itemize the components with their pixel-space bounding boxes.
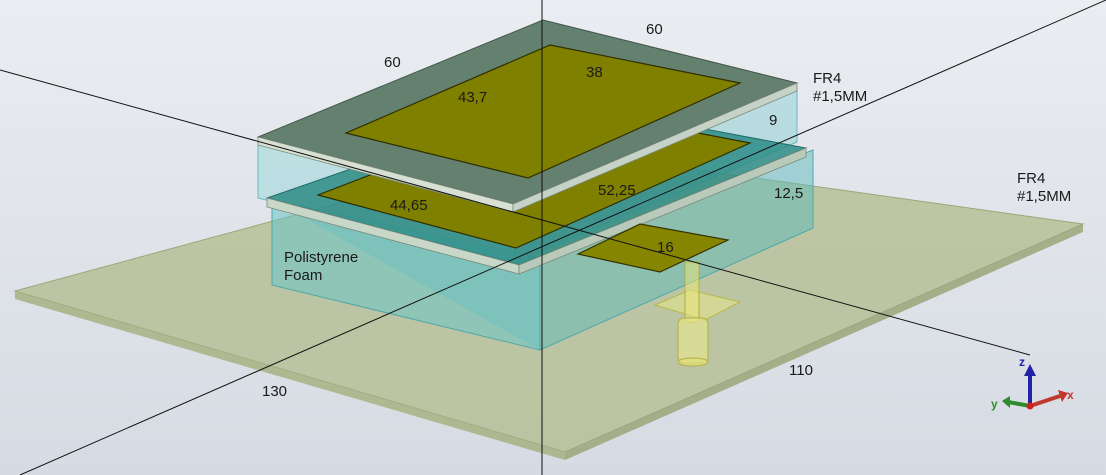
feed-patch xyxy=(576,223,730,273)
upper-gap-label: 9 xyxy=(769,112,778,129)
lower-gap-label: 12,5 xyxy=(774,185,804,202)
x-axis-label: x xyxy=(1067,388,1074,402)
y-axis-label: y xyxy=(991,397,998,411)
ground-right-label: 110 xyxy=(789,362,813,379)
z-axis-label: z xyxy=(1019,355,1025,369)
middle-patch-side-label: 52,25 xyxy=(598,182,636,199)
top-substrate-label: FR4 #1,5MM xyxy=(813,70,868,105)
feed-assembly xyxy=(576,223,742,367)
top-width-label: 60 xyxy=(384,54,401,71)
middle-patch-long-label: 44,65 xyxy=(390,197,428,214)
top-patch xyxy=(344,44,742,179)
foam-label: Polistyrene Foam xyxy=(284,249,359,284)
orientation-triad xyxy=(1002,364,1068,410)
ground-substrate-label: FR4 #1,5MM xyxy=(1017,170,1072,205)
top-patch-side-label: 38 xyxy=(586,64,603,81)
top-depth-label: 60 xyxy=(646,21,663,38)
top-substrate xyxy=(256,19,799,213)
feed-patch-label: 16 xyxy=(657,239,674,256)
top-patch-long-label: 43,7 xyxy=(458,89,488,106)
ground-left-label: 130 xyxy=(262,383,288,400)
